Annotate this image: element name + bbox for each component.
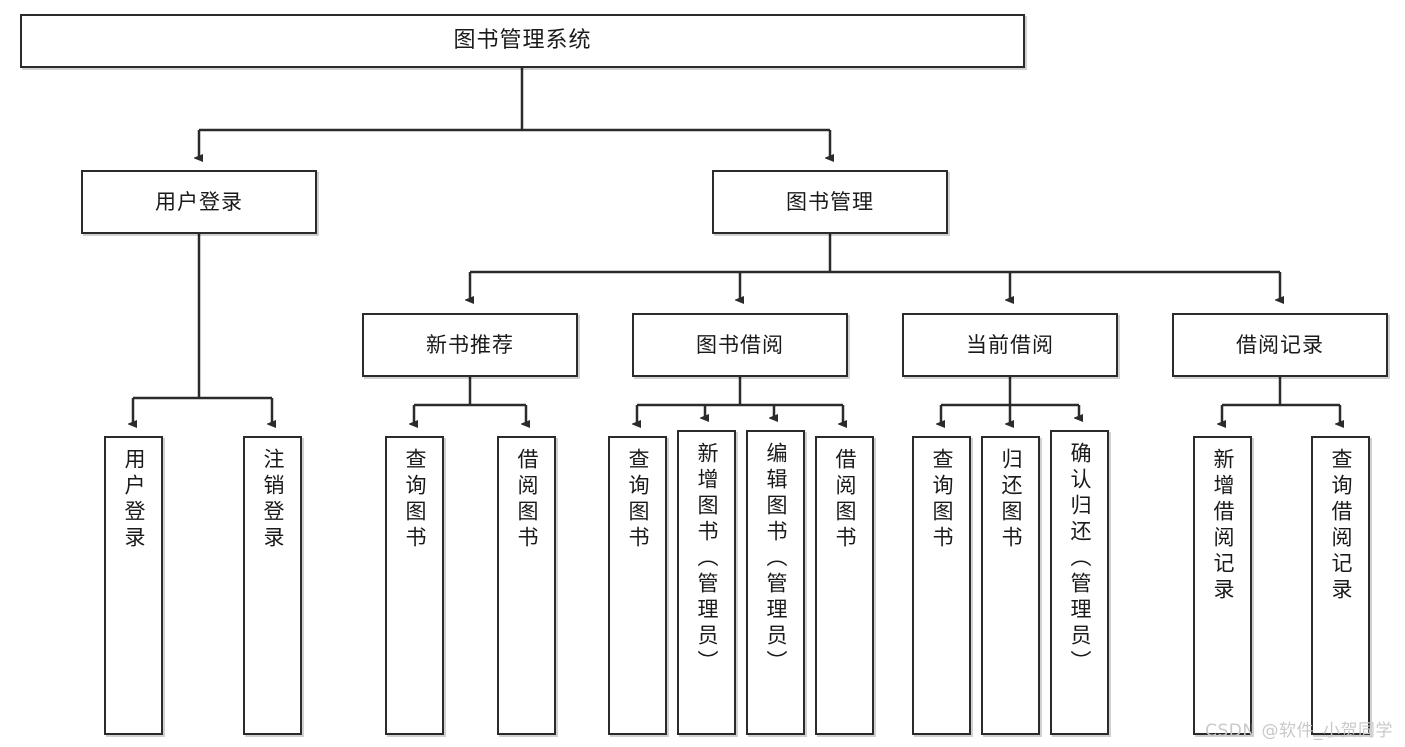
leaf-borrow-books[interactable]: 借阅图书 (815, 436, 874, 735)
leaf-logout[interactable]: 注销登录 (243, 436, 302, 735)
leaf-query-books-recommend[interactable]: 查询图书 (385, 436, 444, 735)
node-label: 注销登录 (261, 448, 285, 552)
node-book-borrowing[interactable]: 图书借阅 (632, 313, 848, 377)
leaf-confirm-return-admin[interactable]: 确认归还（管理员） (1050, 430, 1109, 735)
node-label: 当前借阅 (966, 332, 1054, 357)
node-label: 编辑图书（管理员） (764, 442, 788, 676)
leaf-query-books-borrow[interactable]: 查询图书 (608, 436, 667, 735)
leaf-user-login[interactable]: 用户登录 (104, 436, 163, 735)
node-root-book-management-system[interactable]: 图书管理系统 (20, 14, 1025, 68)
node-label: 图书管理 (786, 189, 874, 214)
node-label: 图书借阅 (696, 332, 784, 357)
node-label: 用户登录 (122, 448, 146, 552)
leaf-query-borrow-record[interactable]: 查询借阅记录 (1311, 436, 1370, 735)
leaf-add-borrow-record[interactable]: 新增借阅记录 (1193, 436, 1252, 735)
node-label: 查询图书 (403, 448, 427, 552)
node-new-book-recommendation[interactable]: 新书推荐 (362, 313, 578, 377)
node-label: 归还图书 (999, 448, 1023, 552)
node-user-login[interactable]: 用户登录 (81, 170, 317, 234)
node-current-borrowing[interactable]: 当前借阅 (902, 313, 1118, 377)
node-label: 确认归还（管理员） (1068, 442, 1092, 676)
node-label: 借阅记录 (1236, 332, 1324, 357)
node-label: 借阅图书 (515, 448, 539, 552)
node-label: 新书推荐 (426, 332, 514, 357)
node-label: 新增图书（管理员） (695, 442, 719, 676)
node-book-management[interactable]: 图书管理 (712, 170, 948, 234)
node-label: 用户登录 (155, 189, 243, 214)
leaf-query-books-current[interactable]: 查询图书 (912, 436, 971, 735)
leaf-borrow-books-recommend[interactable]: 借阅图书 (497, 436, 556, 735)
node-label: 新增借阅记录 (1211, 448, 1235, 604)
node-label: 查询借阅记录 (1329, 448, 1353, 604)
csdn-watermark: CSDN @软件_小贺同学 (1205, 721, 1393, 741)
leaf-edit-book-admin[interactable]: 编辑图书（管理员） (746, 430, 805, 735)
node-borrowing-records[interactable]: 借阅记录 (1172, 313, 1388, 377)
leaf-add-book-admin[interactable]: 新增图书（管理员） (677, 430, 736, 735)
node-label: 查询图书 (626, 448, 650, 552)
node-label: 借阅图书 (833, 448, 857, 552)
node-label: 图书管理系统 (453, 28, 592, 54)
node-label: 查询图书 (930, 448, 954, 552)
leaf-return-books[interactable]: 归还图书 (981, 436, 1040, 735)
